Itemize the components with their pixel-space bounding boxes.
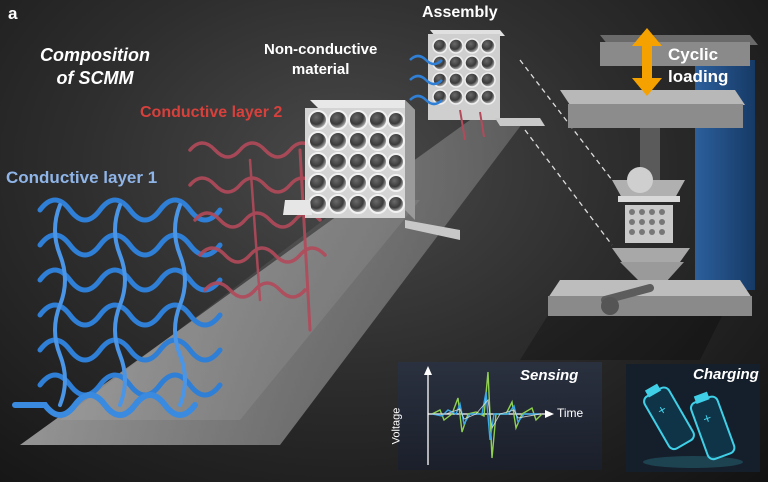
assembly-block xyxy=(409,30,545,141)
assembly-label: Assembly xyxy=(422,4,498,21)
signal-white xyxy=(432,398,541,430)
charging-inset: + + xyxy=(626,364,760,472)
sensing-title: Sensing xyxy=(520,367,579,384)
cyclic-loading-label: Cyclic loading xyxy=(668,44,728,88)
charging-title: Charging xyxy=(693,366,759,383)
signal-green xyxy=(431,371,543,459)
press-machine xyxy=(520,35,758,360)
floor-shadow xyxy=(60,200,420,420)
sensing-inset xyxy=(398,362,602,470)
conductive-layer-1-label: Conductive layer 1 xyxy=(6,168,158,187)
non-conductive-block xyxy=(283,100,460,240)
composition-line-2: of SCMM xyxy=(56,68,134,88)
conductive-layer-1-ribbons xyxy=(12,197,223,418)
battery-icon: + + xyxy=(643,383,736,461)
time-axis-label: Time xyxy=(557,406,584,420)
double-arrow-icon xyxy=(632,28,662,96)
cyclic-line-2: loading xyxy=(668,67,729,86)
cyclic-line-1: Cyclic xyxy=(668,45,719,64)
panel-letter: a xyxy=(8,4,18,23)
conductive-layer-2-ribbons xyxy=(188,141,327,332)
composition-line-1: Composition xyxy=(40,45,150,65)
projection-lines xyxy=(519,59,613,246)
non-conductive-line-2: material xyxy=(291,61,350,78)
voltage-axis-label: Voltage xyxy=(390,407,403,445)
non-conductive-line-1: Non-conductive xyxy=(264,41,378,58)
conductive-layer-2-label: Conductive layer 2 xyxy=(140,104,283,121)
composition-title: Composition of SCMM xyxy=(40,44,150,90)
non-conductive-label: Non-conductive material xyxy=(264,40,377,80)
